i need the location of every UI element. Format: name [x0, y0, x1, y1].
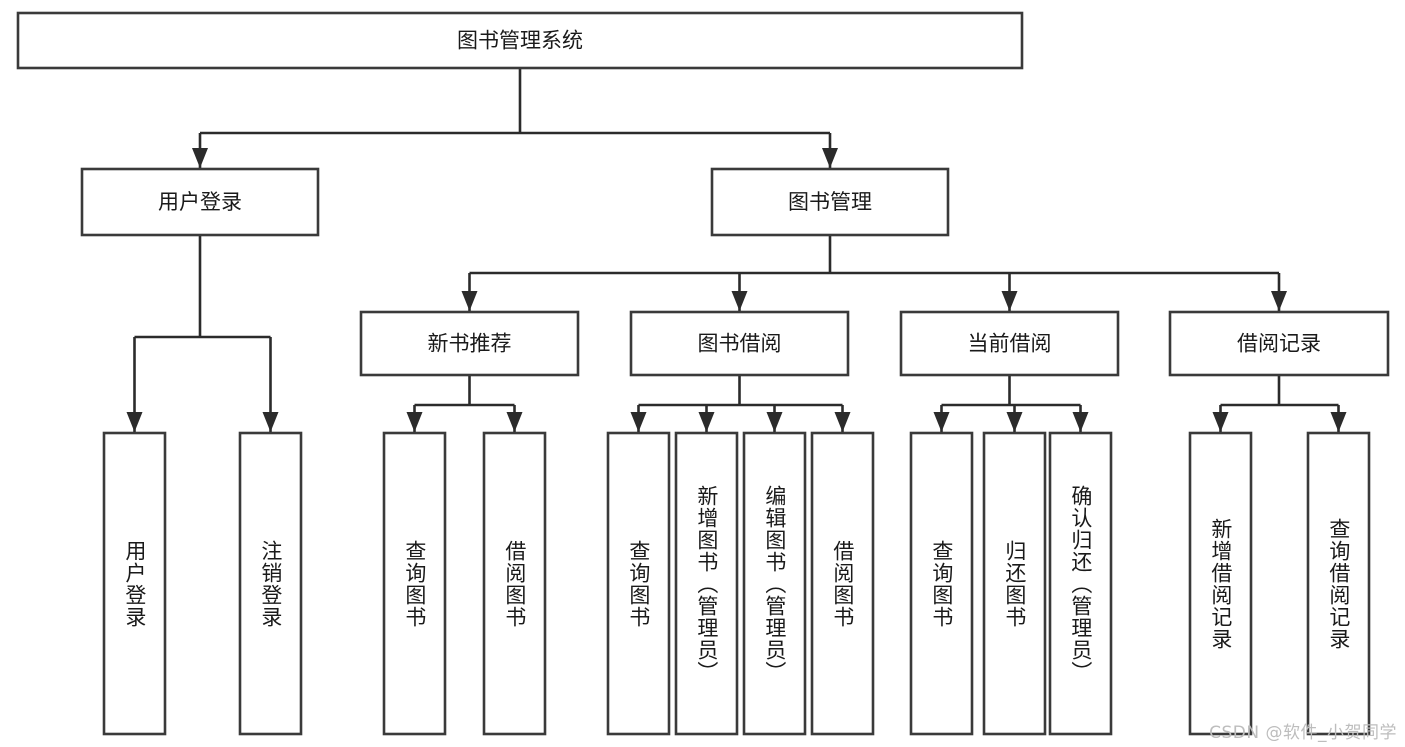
node-level3-1[interactable]: 图书借阅: [629, 310, 850, 377]
node-leaf-4[interactable]: [606, 431, 671, 736]
node-rect: [674, 431, 739, 736]
node-rect: [982, 431, 1047, 736]
node-rect: [629, 310, 850, 377]
node-rect: [606, 431, 671, 736]
arrow-head: [506, 412, 523, 432]
arrow-head: [1330, 412, 1347, 432]
node-rect: [359, 310, 580, 377]
node-leaf-2[interactable]: [382, 431, 447, 736]
node-rect: [899, 310, 1120, 377]
node-rect: [710, 167, 950, 237]
arrow-head: [698, 412, 715, 432]
node-leaf-7[interactable]: [810, 431, 875, 736]
arrow-head: [1001, 291, 1018, 311]
arrow-head: [406, 412, 423, 432]
arrow-head: [262, 412, 279, 432]
node-leaf-9[interactable]: [982, 431, 1047, 736]
node-rect: [482, 431, 547, 736]
node-rect: [80, 167, 320, 237]
node-leaf-5[interactable]: [674, 431, 739, 736]
node-rect: [382, 431, 447, 736]
node-leaf-12[interactable]: [1306, 431, 1371, 736]
arrow-head: [461, 291, 478, 311]
node-level2-1[interactable]: 图书管理: [710, 167, 950, 237]
arrow-head: [1006, 412, 1023, 432]
arrow-head: [1212, 412, 1229, 432]
node-leaf-8[interactable]: [909, 431, 974, 736]
watermark-text: CSDN @软件_小贺同学: [1209, 723, 1397, 743]
node-leaf-1[interactable]: [238, 431, 303, 736]
node-rect: [909, 431, 974, 736]
node-level2-0[interactable]: 用户登录: [80, 167, 320, 237]
node-rect: [238, 431, 303, 736]
node-level3-0[interactable]: 新书推荐: [359, 310, 580, 377]
arrow-head: [192, 148, 208, 168]
connectors-layer: [126, 68, 1347, 432]
node-leaf-6[interactable]: [742, 431, 807, 736]
node-label: 当前借阅: [968, 332, 1052, 356]
node-rect: [1168, 310, 1390, 377]
arrow-head: [766, 412, 783, 432]
node-level3-3[interactable]: 借阅记录: [1168, 310, 1390, 377]
node-rect: [1048, 431, 1113, 736]
arrow-head: [1072, 412, 1089, 432]
node-root-system[interactable]: 图书管理系统: [16, 11, 1024, 70]
node-label: 用户登录: [158, 190, 242, 214]
node-label: 借阅记录: [1237, 332, 1321, 356]
node-rect: [742, 431, 807, 736]
node-rect: [16, 11, 1024, 70]
node-leaf-10[interactable]: [1048, 431, 1113, 736]
arrow-head: [822, 148, 838, 168]
arrow-head: [630, 412, 647, 432]
node-leaf-11[interactable]: [1188, 431, 1253, 736]
node-leaf-0[interactable]: [102, 431, 167, 736]
node-rect: [1306, 431, 1371, 736]
node-label: 新书推荐: [428, 332, 512, 356]
node-leaf-3[interactable]: [482, 431, 547, 736]
arrow-head: [1271, 291, 1287, 311]
arrow-head: [126, 412, 143, 432]
node-label: 图书借阅: [698, 332, 782, 356]
node-label: 图书管理系统: [457, 29, 583, 53]
arrow-head: [834, 412, 851, 432]
node-rect: [810, 431, 875, 736]
node-rect: [1188, 431, 1253, 736]
arrow-head: [731, 291, 748, 311]
arrow-head: [933, 412, 950, 432]
node-rect: [102, 431, 167, 736]
node-level3-2[interactable]: 当前借阅: [899, 310, 1120, 377]
node-label: 图书管理: [788, 190, 872, 214]
